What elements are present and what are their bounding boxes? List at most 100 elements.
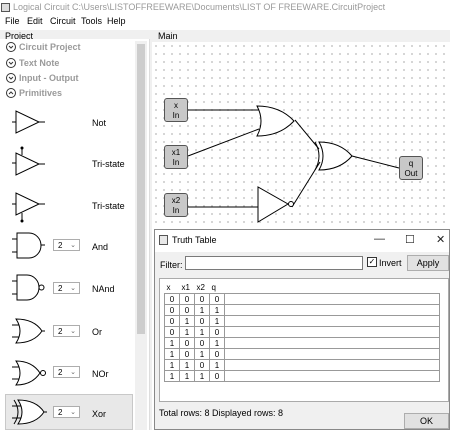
invert-checkbox[interactable]: ✓: [367, 257, 377, 267]
menu-bar: File Edit Circuit Tools Help: [0, 16, 450, 30]
category-circuit-project[interactable]: Circuit Project: [6, 41, 81, 54]
not-gate-icon[interactable]: [12, 107, 46, 137]
category-label: Input - Output: [19, 73, 79, 83]
or-gate: [256, 105, 295, 137]
title-bar: Logical Circuit C:\Users\LISTOFFREEWARE\…: [0, 0, 450, 16]
table-cell: 1: [209, 359, 225, 371]
tristate-gate-icon[interactable]: [12, 146, 46, 182]
not-gate: [257, 186, 289, 223]
table-cell: 0: [179, 293, 195, 305]
menu-tools[interactable]: Tools: [81, 16, 103, 26]
chevron-down-icon: [6, 41, 16, 52]
primitive-label-nand: NAnd: [92, 284, 115, 294]
table-cell-filler: [224, 293, 440, 305]
chevron-down-icon: [6, 57, 16, 68]
ok-button[interactable]: OK: [404, 413, 449, 429]
table-cell-filler: [224, 370, 440, 382]
column-header: q: [211, 283, 216, 292]
status-text: Total rows: 8 Displayed rows: 8: [159, 408, 284, 418]
nand-gate-icon[interactable]: [12, 272, 48, 304]
filter-input[interactable]: [185, 256, 363, 270]
primitive-label-or: Or: [92, 327, 102, 337]
table-cell: 1: [194, 348, 210, 360]
table-cell: 0: [164, 304, 180, 316]
category-primitives[interactable]: Primitives: [6, 87, 63, 100]
minimize-icon[interactable]: —: [374, 233, 385, 245]
table-cell: 1: [194, 326, 210, 338]
menu-circuit[interactable]: Circuit: [50, 16, 76, 26]
table-cell: 0: [179, 304, 195, 316]
tab-main[interactable]: Main: [158, 31, 178, 41]
category-text-note[interactable]: Text Note: [6, 57, 59, 70]
primitive-label-nor: NOr: [92, 369, 109, 379]
primitive-label-tristate-2: Tri-state: [92, 201, 125, 211]
table-cell: 1: [164, 359, 180, 371]
table-cell: 1: [164, 348, 180, 360]
nand-inputs-select[interactable]: 2⌄: [53, 282, 80, 294]
primitive-label-tristate: Tri-state: [92, 159, 125, 169]
tristate-gate-icon[interactable]: [12, 188, 46, 224]
dialog-title: Truth Table: [172, 235, 217, 245]
nor-gate-icon[interactable]: [12, 358, 48, 388]
table-cell: 1: [179, 359, 195, 371]
table-cell: 0: [164, 315, 180, 327]
category-input-output[interactable]: Input - Output: [6, 72, 79, 85]
table-header-row: x x1 x2 q: [165, 282, 440, 294]
chevron-down-icon: [6, 72, 16, 83]
and-gate-icon[interactable]: [12, 230, 46, 262]
table-cell: 1: [179, 370, 195, 382]
menu-file[interactable]: File: [5, 16, 20, 26]
table-cell: 0: [209, 348, 225, 360]
primitive-label-and: And: [92, 242, 109, 252]
xor-gate-icon[interactable]: [12, 397, 48, 427]
table-cell: 1: [179, 326, 195, 338]
menu-help[interactable]: Help: [107, 16, 126, 26]
table-cell: 0: [194, 359, 210, 371]
sidebar-scrollbar-thumb[interactable]: [137, 44, 145, 334]
and-inputs-select[interactable]: 2⌄: [53, 239, 80, 251]
close-icon[interactable]: ✕: [436, 234, 446, 246]
nor-inputs-select[interactable]: 2⌄: [53, 366, 80, 378]
invert-label: Invert: [379, 258, 402, 268]
column-header: x2: [196, 283, 205, 292]
table-cell: 1: [209, 304, 225, 316]
table-cell: 0: [164, 326, 180, 338]
maximize-icon[interactable]: ☐: [405, 234, 415, 246]
table-cell: 1: [164, 337, 180, 349]
table-cell-filler: [224, 337, 440, 349]
menu-edit[interactable]: Edit: [27, 16, 43, 26]
table-cell: 0: [194, 337, 210, 349]
table-cell: 0: [209, 370, 225, 382]
column-header: x1: [181, 283, 190, 292]
truth-table-dialog: Truth Table — ☐ ✕ Filter: ✓ Invert Apply…: [154, 229, 450, 430]
dialog-title-bar: Truth Table — ☐ ✕: [155, 230, 449, 252]
table-cell-filler: [224, 315, 440, 327]
or-inputs-select[interactable]: 2⌄: [53, 325, 80, 337]
column-header: x: [166, 283, 171, 292]
table-cell-filler: [224, 348, 440, 360]
or-gate-icon[interactable]: [12, 316, 46, 346]
category-label: Primitives: [19, 88, 63, 98]
apply-button[interactable]: Apply: [407, 255, 449, 271]
table-cell: 0: [164, 293, 180, 305]
table-cell: 1: [164, 370, 180, 382]
table-cell: 0: [194, 293, 210, 305]
xor-inputs-select[interactable]: 2⌄: [53, 406, 80, 418]
project-panel: Circuit Project Text Note Input - Output…: [0, 39, 150, 430]
chevron-up-icon: [6, 87, 16, 98]
table-cell: 0: [194, 315, 210, 327]
table-cell-filler: [224, 304, 440, 316]
